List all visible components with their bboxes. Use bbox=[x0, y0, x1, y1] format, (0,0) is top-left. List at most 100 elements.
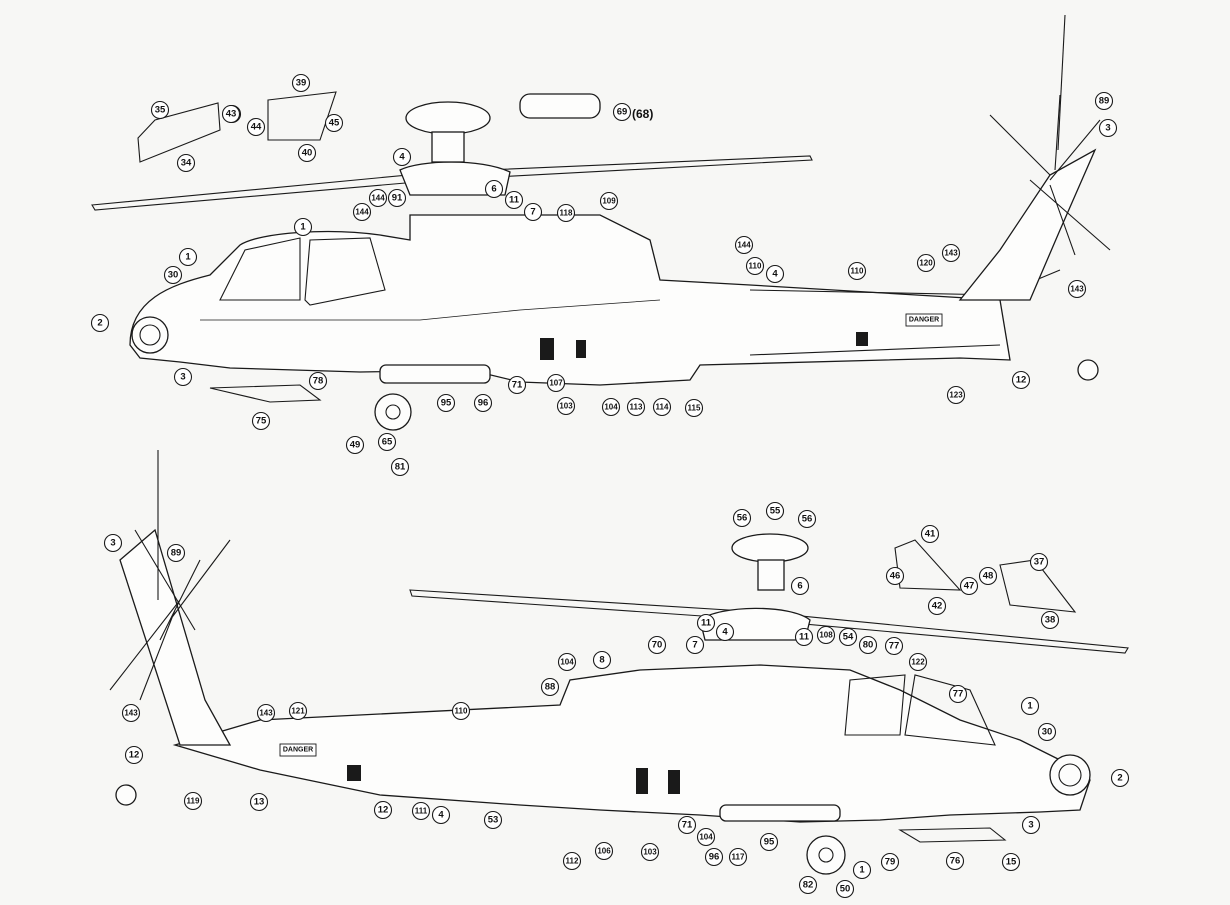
lower-callout-4: 4 bbox=[431, 805, 451, 825]
callout-number: 53 bbox=[488, 815, 499, 826]
lower-callout-112: 112 bbox=[562, 851, 582, 871]
callout-bubble bbox=[838, 627, 858, 647]
callout-bubble bbox=[1020, 696, 1040, 716]
callout-bubble bbox=[163, 265, 183, 285]
callout-bubble bbox=[948, 684, 968, 704]
callout-bubble bbox=[390, 457, 410, 477]
callout-bubble bbox=[704, 847, 724, 867]
svg-text:DANGER: DANGER bbox=[283, 747, 313, 754]
lower-callout-143: 143 bbox=[121, 703, 141, 723]
callout-number: 104 bbox=[560, 658, 574, 667]
callout-bubble bbox=[90, 313, 110, 333]
lower-callout-3: 3 bbox=[103, 533, 123, 553]
upper-helicopter-profile: DANGER bbox=[91, 14, 1111, 431]
callout-number: 107 bbox=[549, 379, 563, 388]
callout-number: 111 bbox=[415, 807, 428, 816]
callout-number: 88 bbox=[545, 682, 556, 693]
upper-callout-113: 113 bbox=[626, 397, 646, 417]
callout-number: 4 bbox=[722, 627, 728, 638]
upper-callout-1: 1 bbox=[178, 247, 198, 267]
callout-number: 71 bbox=[682, 820, 693, 831]
callout-number: 95 bbox=[764, 837, 775, 848]
callout-bubble bbox=[652, 397, 672, 417]
lower-callout-103: 103 bbox=[640, 842, 660, 862]
callout-bubble bbox=[794, 627, 814, 647]
callout-number: 89 bbox=[171, 548, 182, 559]
callout-bubble bbox=[640, 842, 660, 862]
callout-number: 144 bbox=[737, 241, 751, 250]
upper-callout-91: 91 bbox=[387, 188, 407, 208]
callout-bubble bbox=[759, 832, 779, 852]
callout-number: 119 bbox=[187, 797, 200, 806]
lower-callout-11: 11 bbox=[794, 627, 814, 647]
callout-number: 77 bbox=[889, 641, 900, 652]
callout-number: 2 bbox=[1117, 773, 1122, 784]
callout-number: 55 bbox=[770, 506, 781, 517]
callout-bubble bbox=[1011, 370, 1031, 390]
upper-callout-110: 110 bbox=[847, 261, 867, 281]
upper-callout-144: 144 bbox=[352, 202, 372, 222]
callout-number: 118 bbox=[560, 209, 573, 218]
upper-callout-4: 4 bbox=[392, 147, 412, 167]
callout-bubble bbox=[765, 264, 785, 284]
callout-bubble bbox=[557, 652, 577, 672]
callout-bubble bbox=[324, 113, 344, 133]
upper-callout-81: 81 bbox=[390, 457, 410, 477]
callout-number: 144 bbox=[355, 208, 369, 217]
callout-bubble bbox=[684, 398, 704, 418]
callout-bubble bbox=[546, 373, 566, 393]
upper-callout-107: 107 bbox=[546, 373, 566, 393]
upper-callout-109: 109 bbox=[599, 191, 619, 211]
lower-callout-56: 56 bbox=[732, 508, 752, 528]
lower-callout-55: 55 bbox=[765, 501, 785, 521]
callout-bubble bbox=[291, 73, 311, 93]
callout-bubble bbox=[178, 247, 198, 267]
callout-bubble bbox=[473, 393, 493, 413]
upper-callout-4: 4 bbox=[765, 264, 785, 284]
callout-number: 13 bbox=[254, 797, 265, 808]
callout-number: 81 bbox=[395, 462, 406, 473]
callout-bubble bbox=[885, 566, 905, 586]
svg-text:DANGER: DANGER bbox=[909, 317, 939, 324]
callout-number: 103 bbox=[643, 848, 657, 857]
callout-bubble bbox=[798, 875, 818, 895]
callout-number: 3 bbox=[110, 538, 115, 549]
callout-number: 12 bbox=[1016, 375, 1027, 386]
callout-number: 6 bbox=[491, 184, 496, 195]
lower-callout-111: 111 bbox=[411, 801, 431, 821]
callout-bubble bbox=[121, 703, 141, 723]
callout-bubble bbox=[920, 524, 940, 544]
callout-bubble bbox=[166, 543, 186, 563]
callout-bubble bbox=[880, 852, 900, 872]
callout-bubble bbox=[1021, 815, 1041, 835]
callout-bubble bbox=[556, 203, 576, 223]
callout-bubble bbox=[183, 791, 203, 811]
callout-bubble bbox=[765, 501, 785, 521]
callout-68-in-parentheses: (68) bbox=[632, 107, 653, 121]
callout-bubble bbox=[392, 147, 412, 167]
callout-number: 1 bbox=[859, 865, 865, 876]
upper-callout-123: 123 bbox=[946, 385, 966, 405]
lower-callout-1: 1 bbox=[1020, 696, 1040, 716]
callout-bubble bbox=[556, 396, 576, 416]
lower-callout-110: 110 bbox=[451, 701, 471, 721]
callout-bubble bbox=[599, 191, 619, 211]
callout-number: 15 bbox=[1006, 857, 1017, 868]
callout-number: 11 bbox=[701, 618, 712, 629]
upper-callout-75: 75 bbox=[251, 411, 271, 431]
callout-number: 11 bbox=[799, 632, 810, 643]
lower-callout-48: 48 bbox=[978, 566, 998, 586]
callout-number: 40 bbox=[302, 148, 313, 159]
callout-number: 143 bbox=[124, 709, 138, 718]
callout-number: 110 bbox=[851, 267, 864, 276]
callout-number: 46 bbox=[890, 571, 901, 582]
lower-callout-30: 30 bbox=[1037, 722, 1057, 742]
callout-bubble bbox=[927, 596, 947, 616]
callout-bubble bbox=[594, 841, 614, 861]
callout-number: 4 bbox=[399, 152, 405, 163]
callout-number: 104 bbox=[699, 833, 713, 842]
callout-number: 106 bbox=[597, 847, 611, 856]
upper-callout-1: 1 bbox=[293, 217, 313, 237]
lower-callout-38: 38 bbox=[1040, 610, 1060, 630]
callout-bubble bbox=[504, 190, 524, 210]
